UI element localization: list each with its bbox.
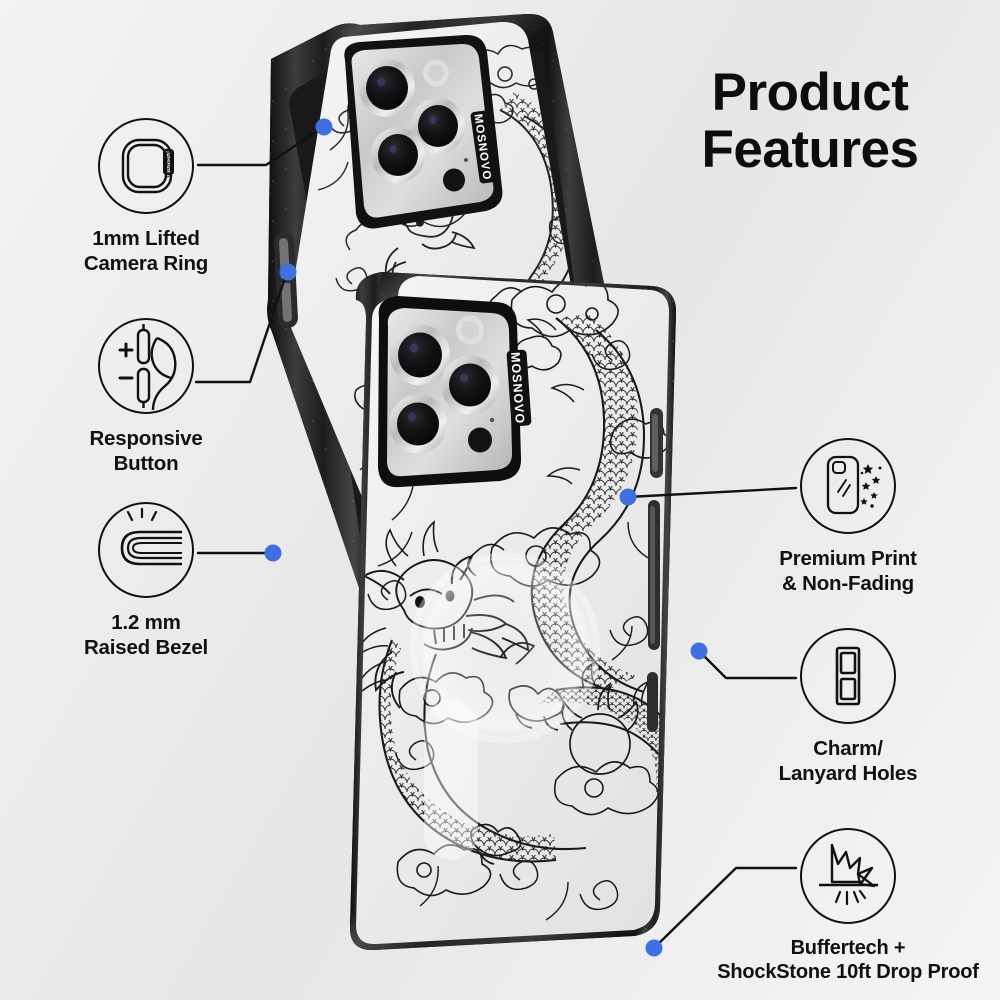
feature-drop-proof[interactable]: Buffertech + ShockStone 10ft Drop Proof: [700, 828, 996, 985]
feature-premium-print-label: Premium Print & Non-Fading: [779, 547, 917, 595]
volume-button-press-icon: [98, 318, 194, 414]
front-case-brand-label: MOSNOVO: [506, 349, 532, 427]
feature-charm-holes[interactable]: Charm/ Lanyard Holes: [748, 628, 948, 786]
phone-case-sparkle-icon: [800, 438, 896, 534]
svg-text:MOSNOVO: MOSNOVO: [164, 148, 170, 178]
front-phone-case: MOSNOVO: [350, 272, 676, 951]
front-case-dragon-artwork: [356, 279, 669, 921]
raised-bezel-icon: [98, 502, 194, 598]
svg-text:MOSNOVO: MOSNOVO: [508, 352, 527, 425]
page-title: Product Features: [640, 63, 980, 180]
feature-raised-bezel[interactable]: 1.2 mm Raised Bezel: [46, 502, 246, 660]
feature-responsive-button-label: Responsive Button: [89, 427, 203, 475]
feature-camera-ring-label: 1mm Lifted Camera Ring: [83, 227, 209, 275]
front-case-side-details: [647, 408, 663, 732]
feature-premium-print[interactable]: Premium Print & Non-Fading: [748, 438, 948, 596]
page-title-line-2: Features: [701, 120, 919, 180]
back-camera-module: [344, 34, 503, 229]
front-camera-module: [378, 296, 522, 488]
feature-charm-holes-label: Charm/ Lanyard Holes: [778, 737, 918, 785]
camera-ring-icon: MOSNOVO: [98, 118, 194, 214]
page-title-line-1: Product: [711, 63, 909, 122]
feature-camera-ring[interactable]: MOSNOVO 1mm Lifted Camera Ring: [46, 118, 246, 276]
feature-drop-proof-label: Buffertech + ShockStone 10ft Drop Proof: [717, 937, 979, 984]
feature-responsive-button[interactable]: Responsive Button: [46, 318, 246, 476]
feature-raised-bezel-label: 1.2 mm Raised Bezel: [83, 611, 209, 659]
lanyard-holes-icon: [800, 628, 896, 724]
shock-impact-icon: [800, 828, 896, 924]
